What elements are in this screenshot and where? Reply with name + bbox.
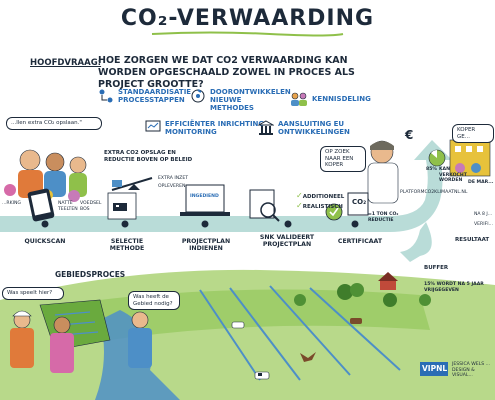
speech-bubble-koper-gevonden: KOPER GE... (452, 124, 494, 143)
theme-label: DOORONTWIKKELEN NIEUWE METHODES (210, 88, 291, 112)
check-realistisch: ✓REALISTISCH (296, 193, 343, 212)
cycle-icon (191, 89, 205, 103)
speech-bubble-was-heeft: Was heeft de Gebied nodig? (128, 291, 180, 310)
farm-label: NATTE TEELTEN (58, 201, 78, 212)
check-icon: ✓ (296, 191, 303, 200)
monitor-icon (145, 120, 161, 132)
logo-badge (420, 362, 448, 376)
email-address: PLATFORMCO2KLIMAATNL.NL (400, 190, 468, 195)
cow-icon (231, 318, 362, 380)
buffer-arrow (400, 222, 432, 262)
speech-bubble-co2: ...llen extra CO₂ opslaan." (6, 117, 102, 130)
percentage-chart-icon (428, 149, 446, 167)
farmer-icon (347, 140, 399, 216)
document-icon (107, 192, 137, 220)
theme-kennisdeling: KENNISDELING (290, 92, 371, 106)
step-selectie-methode: SELECTIE METHODE (109, 238, 145, 252)
speech-bubble-was-speelt: Was speelt hier? (2, 287, 64, 300)
euro-icon: € (405, 128, 414, 142)
farm-label: ...RKING (2, 201, 21, 206)
theme-label: STANDAARDISATIE PROCESSTAPPEN (118, 88, 192, 104)
opslag-note: EXTRA CO2 OPSLAG EN REDUCTIE BOVEN OP BE… (104, 150, 193, 163)
step-certificaat: CERTIFICAAT (337, 238, 383, 245)
ingediend-label: INGEDIEND (190, 194, 219, 199)
main-question-label: HOOFDVRAAG: (30, 58, 102, 68)
buffer-label: BUFFER (424, 265, 449, 271)
laptop-icon (180, 184, 230, 216)
eu-icon (258, 120, 274, 135)
check-label: REALISTISCH (302, 204, 343, 210)
ton-label: =1 TON CO₂ REDUCTIE (368, 212, 399, 223)
speech-bubble-koper: OP ZOEK NAAR EEN KOPER (320, 146, 366, 172)
theme-label: KENNISDELING (312, 95, 371, 103)
right-note: NA 8 J... (474, 212, 493, 217)
logo-text: VIPNL (422, 364, 448, 373)
step-snk-valideert: SNK VALIDEERT PROJECTPLAN (259, 234, 315, 248)
theme-doorontwikkelen: DOORONTWIKKELEN NIEUWE METHODES (190, 88, 291, 112)
credit-text: JESSICA WELS ... DESIGN & VISUAL... (452, 362, 491, 378)
magnifier-icon (249, 189, 280, 222)
verkocht-note: 85% KAN VERKOCHT WORDEN (426, 167, 471, 184)
title-underline (151, 31, 344, 37)
check-label: ADDITIONEEL (302, 194, 345, 200)
theme-monitoring: EFFICIËNTER INRICHTING MONITORING (145, 120, 265, 136)
co2-card-label: CO₂ (352, 198, 367, 206)
process-icon (99, 89, 113, 103)
theme-label: AANSLUITING EU ONTWIKKELINGEN (278, 120, 350, 136)
farm-label: VOEDSEL BOS (80, 201, 102, 212)
certificate-icon (325, 203, 343, 221)
bird-icon (300, 352, 316, 362)
de-mar-label: DE MAR... (468, 180, 494, 185)
people-group-icon (4, 149, 87, 202)
building-icon (449, 139, 491, 177)
theme-standaardisatie: STANDAARDISATIE PROCESSTAPPEN (98, 88, 192, 104)
check-icon: ✓ (296, 201, 303, 210)
balance-icon (111, 177, 153, 191)
page-title: CO₂-VERWAARDING (120, 6, 375, 31)
opleveren-note: OPLEVEREN (158, 184, 186, 189)
extra-inzet-note: EXTRA INZET (158, 176, 189, 181)
check-additioneel: ✓ADDITIONEEL (296, 183, 344, 202)
tablet-icon (27, 188, 55, 222)
step-projectplan-indienen: PROJECTPLAN INDIENEN (181, 238, 231, 252)
step-quickscan: QUICKSCAN (24, 238, 66, 245)
step-dots (41, 220, 359, 228)
theme-label: EFFICIËNTER INRICHTING MONITORING (165, 120, 265, 136)
buffer-note: 15% WORDT NA 5 JAAR VRIJGEGEVEN (424, 282, 484, 293)
resultaat-label: RESULTAAT (455, 237, 490, 243)
field-band (100, 289, 430, 340)
theme-eu: AANSLUITING EU ONTWIKKELINGEN (258, 120, 360, 136)
gebiedsproces-label: GEBIEDSPROCES (55, 270, 126, 279)
verkocht-pct: 85% (426, 167, 437, 172)
people-icon (291, 92, 307, 106)
right-note: VERIFI... (474, 222, 493, 227)
tree-group-icon (294, 272, 431, 307)
main-question-text: HOE ZORGEN WE DAT CO2 VERWAARDING KAN WO… (98, 55, 355, 90)
water-ditches (199, 285, 401, 381)
verkocht-text: KAN VERKOCHT WORDEN (439, 167, 467, 183)
field-workers-icon (10, 310, 152, 373)
